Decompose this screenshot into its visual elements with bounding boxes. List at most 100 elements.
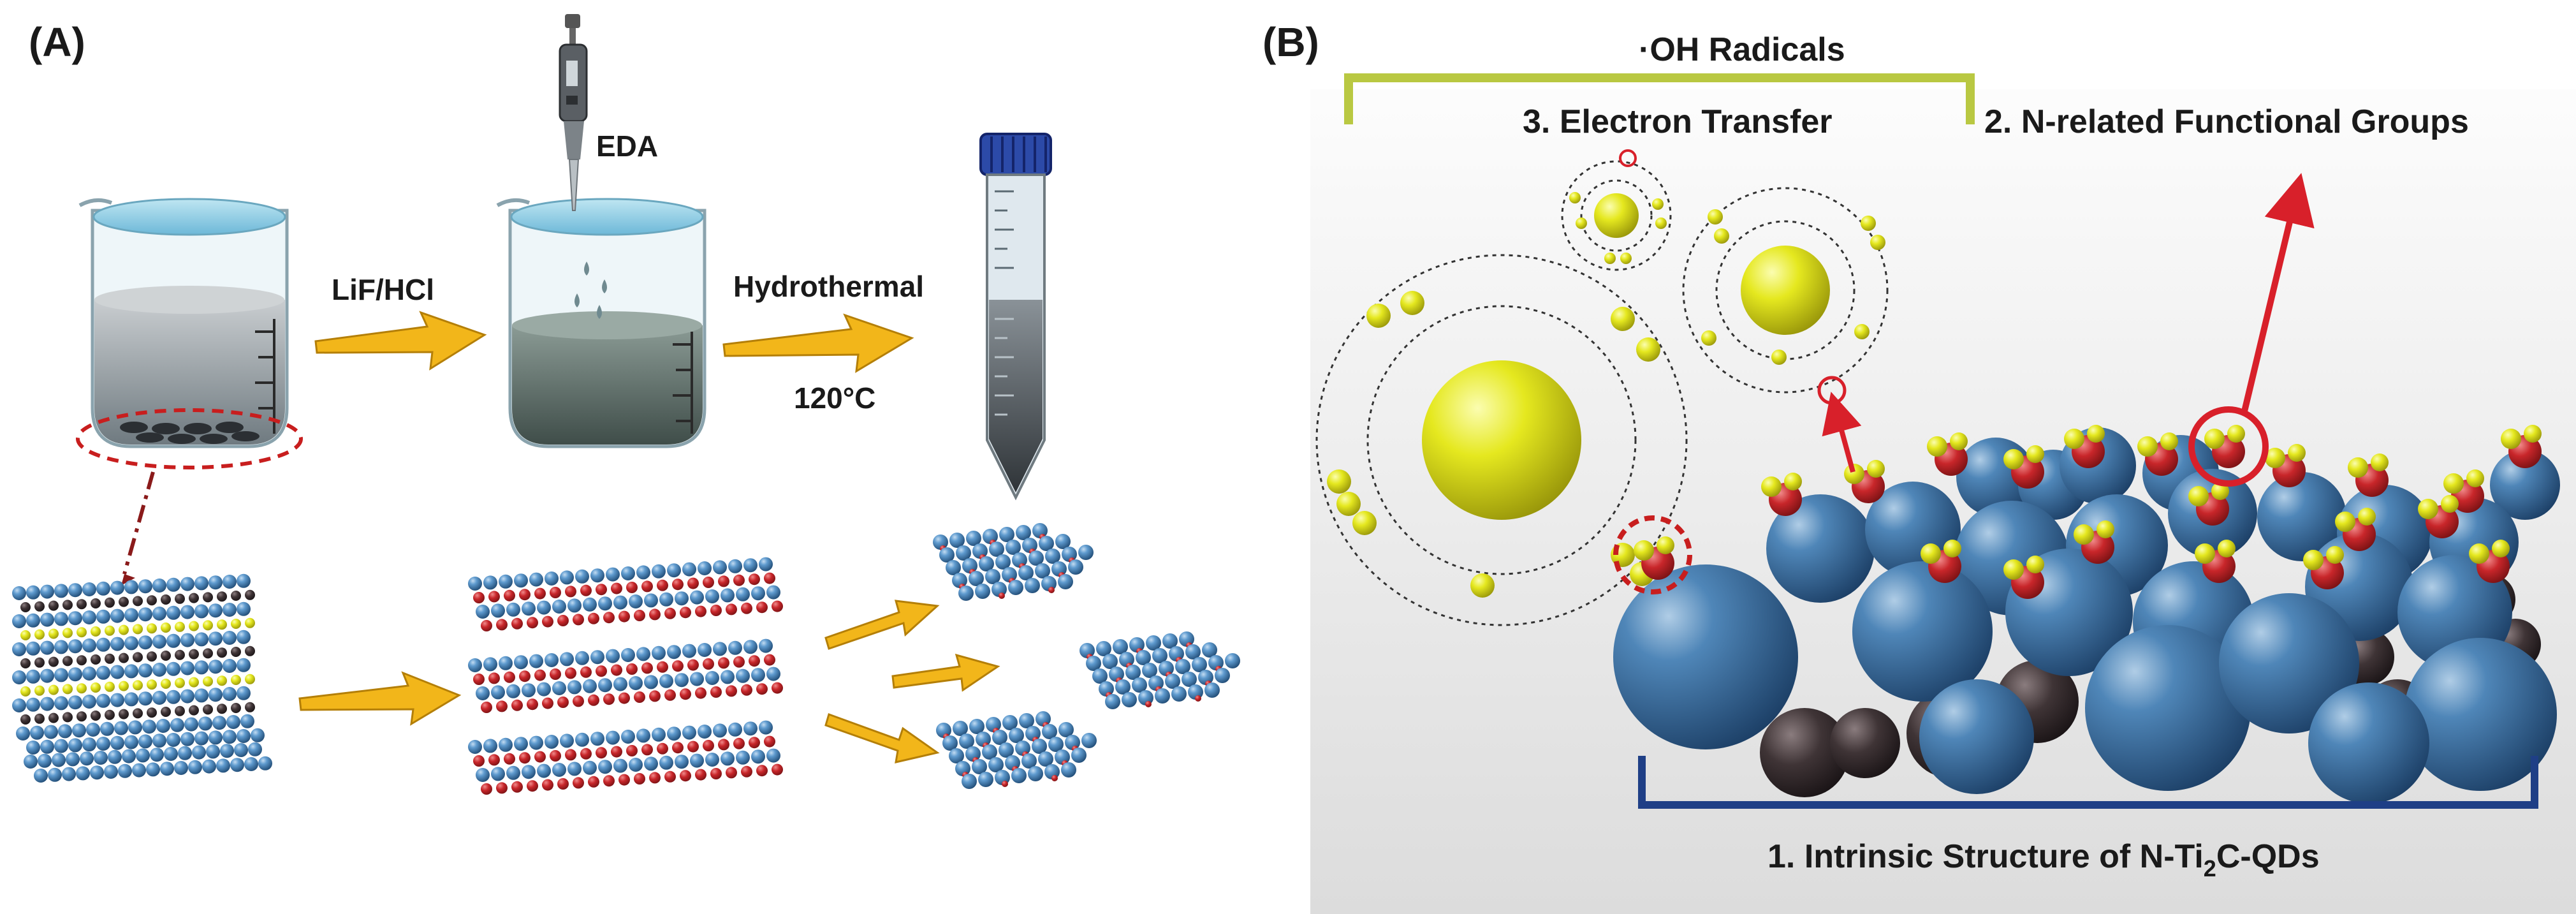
h-atom: [217, 619, 227, 630]
ti-atom: [237, 729, 251, 743]
ti-atom: [759, 557, 773, 571]
ti-atom: [721, 588, 735, 603]
electron: [1870, 235, 1885, 250]
ti-atom: [988, 757, 1004, 772]
ti-atom: [728, 640, 742, 655]
ti-atom: [959, 733, 974, 749]
carbon-atom: [105, 653, 115, 664]
carbon-atom: [34, 657, 45, 668]
h-atom: [1784, 473, 1802, 490]
ti-atom: [82, 695, 96, 709]
n-atom: [580, 666, 592, 678]
ti-atom: [1058, 722, 1074, 737]
ti-atom: [62, 767, 76, 781]
ti-atom: [100, 721, 114, 736]
h-atom: [161, 623, 171, 633]
ti-atom: [491, 603, 505, 618]
ti-atom: [667, 563, 681, 578]
ti-atom: [104, 765, 118, 779]
ti-atom: [132, 763, 146, 778]
n-atom: [511, 699, 523, 711]
ti-atom: [652, 645, 666, 660]
electron: [1636, 337, 1660, 362]
carbon-atom: [189, 705, 199, 716]
ti-atom: [223, 730, 237, 744]
n-atom: [534, 587, 546, 600]
ti-atom: [1225, 653, 1240, 668]
ti-atom: [522, 683, 536, 698]
transferred-electron: [1817, 376, 1847, 405]
h-atom: [34, 629, 45, 640]
ti-atom: [682, 562, 696, 577]
n-atom: [726, 685, 737, 697]
ti-atom: [194, 688, 209, 703]
ti-atom: [652, 727, 666, 742]
ti-atom: [1171, 686, 1187, 702]
carbon-atom: [48, 656, 59, 667]
ti-atom: [545, 653, 559, 667]
n-atom: [618, 692, 630, 704]
oh-radicals-label: ·OH Radicals: [1639, 31, 1845, 68]
h-atom: [2137, 436, 2158, 457]
ti-atom: [166, 733, 180, 747]
arrow-qd-middle: [891, 653, 1000, 692]
ti-atom: [180, 689, 194, 704]
n-atom: [687, 741, 699, 753]
ti-atom: [1105, 694, 1120, 709]
quantum-dot-flakes: [933, 523, 1240, 789]
arrow-delamination: [298, 671, 462, 726]
ti-atom: [223, 603, 237, 617]
n-atom: [680, 607, 691, 619]
ti-atom: [1096, 641, 1111, 656]
ti-atom: [244, 757, 258, 771]
ti-atom: [82, 610, 96, 624]
ti-atom: [713, 642, 727, 656]
ti-atom: [166, 661, 180, 676]
n-atom: [733, 656, 745, 668]
ti-atom: [621, 730, 635, 744]
ti-atom: [751, 668, 765, 682]
ti-atom: [54, 584, 68, 598]
ti-atom: [514, 573, 528, 588]
n-atom: [733, 737, 745, 749]
n-atom: [542, 779, 553, 791]
ti-atom: [96, 609, 110, 624]
ti-atom: [178, 746, 192, 760]
ti-atom: [476, 686, 490, 700]
ti-atom: [946, 560, 961, 575]
ti-atom: [1018, 565, 1034, 580]
ti-atom: [560, 652, 574, 667]
h-atom: [231, 619, 241, 629]
ti-atom: [209, 660, 223, 674]
n-atom: [557, 778, 569, 790]
ti-atom: [54, 612, 68, 626]
ti-atom: [40, 640, 54, 655]
carbon-atom: [161, 594, 171, 605]
ti-atom: [96, 637, 110, 652]
h-atom: [189, 621, 199, 631]
ti-atom: [514, 655, 528, 670]
ti-atom: [499, 574, 513, 589]
ti-atom: [237, 658, 251, 672]
ti-atom: [506, 684, 520, 698]
n-atom: [680, 688, 691, 700]
ti-atom: [26, 641, 40, 656]
beaker-lif-hcl: [76, 198, 303, 586]
n-atom: [618, 610, 630, 623]
ti-atom: [150, 748, 164, 762]
n-atom: [626, 582, 638, 593]
ti-atom: [690, 753, 704, 768]
ti-atom: [166, 605, 180, 620]
ti-atom: [108, 749, 122, 764]
h-atom: [105, 625, 115, 636]
ti-atom: [667, 726, 681, 741]
ti-atom: [68, 611, 82, 626]
ti-atom: [613, 758, 627, 773]
ti-atom: [2490, 450, 2560, 520]
n-atom: [534, 751, 546, 763]
n-atom: [596, 584, 607, 596]
functional-group-highlight: [2188, 406, 2269, 487]
n-atom: [519, 752, 531, 764]
ti-atom: [223, 659, 237, 673]
n-atom: [641, 744, 653, 756]
